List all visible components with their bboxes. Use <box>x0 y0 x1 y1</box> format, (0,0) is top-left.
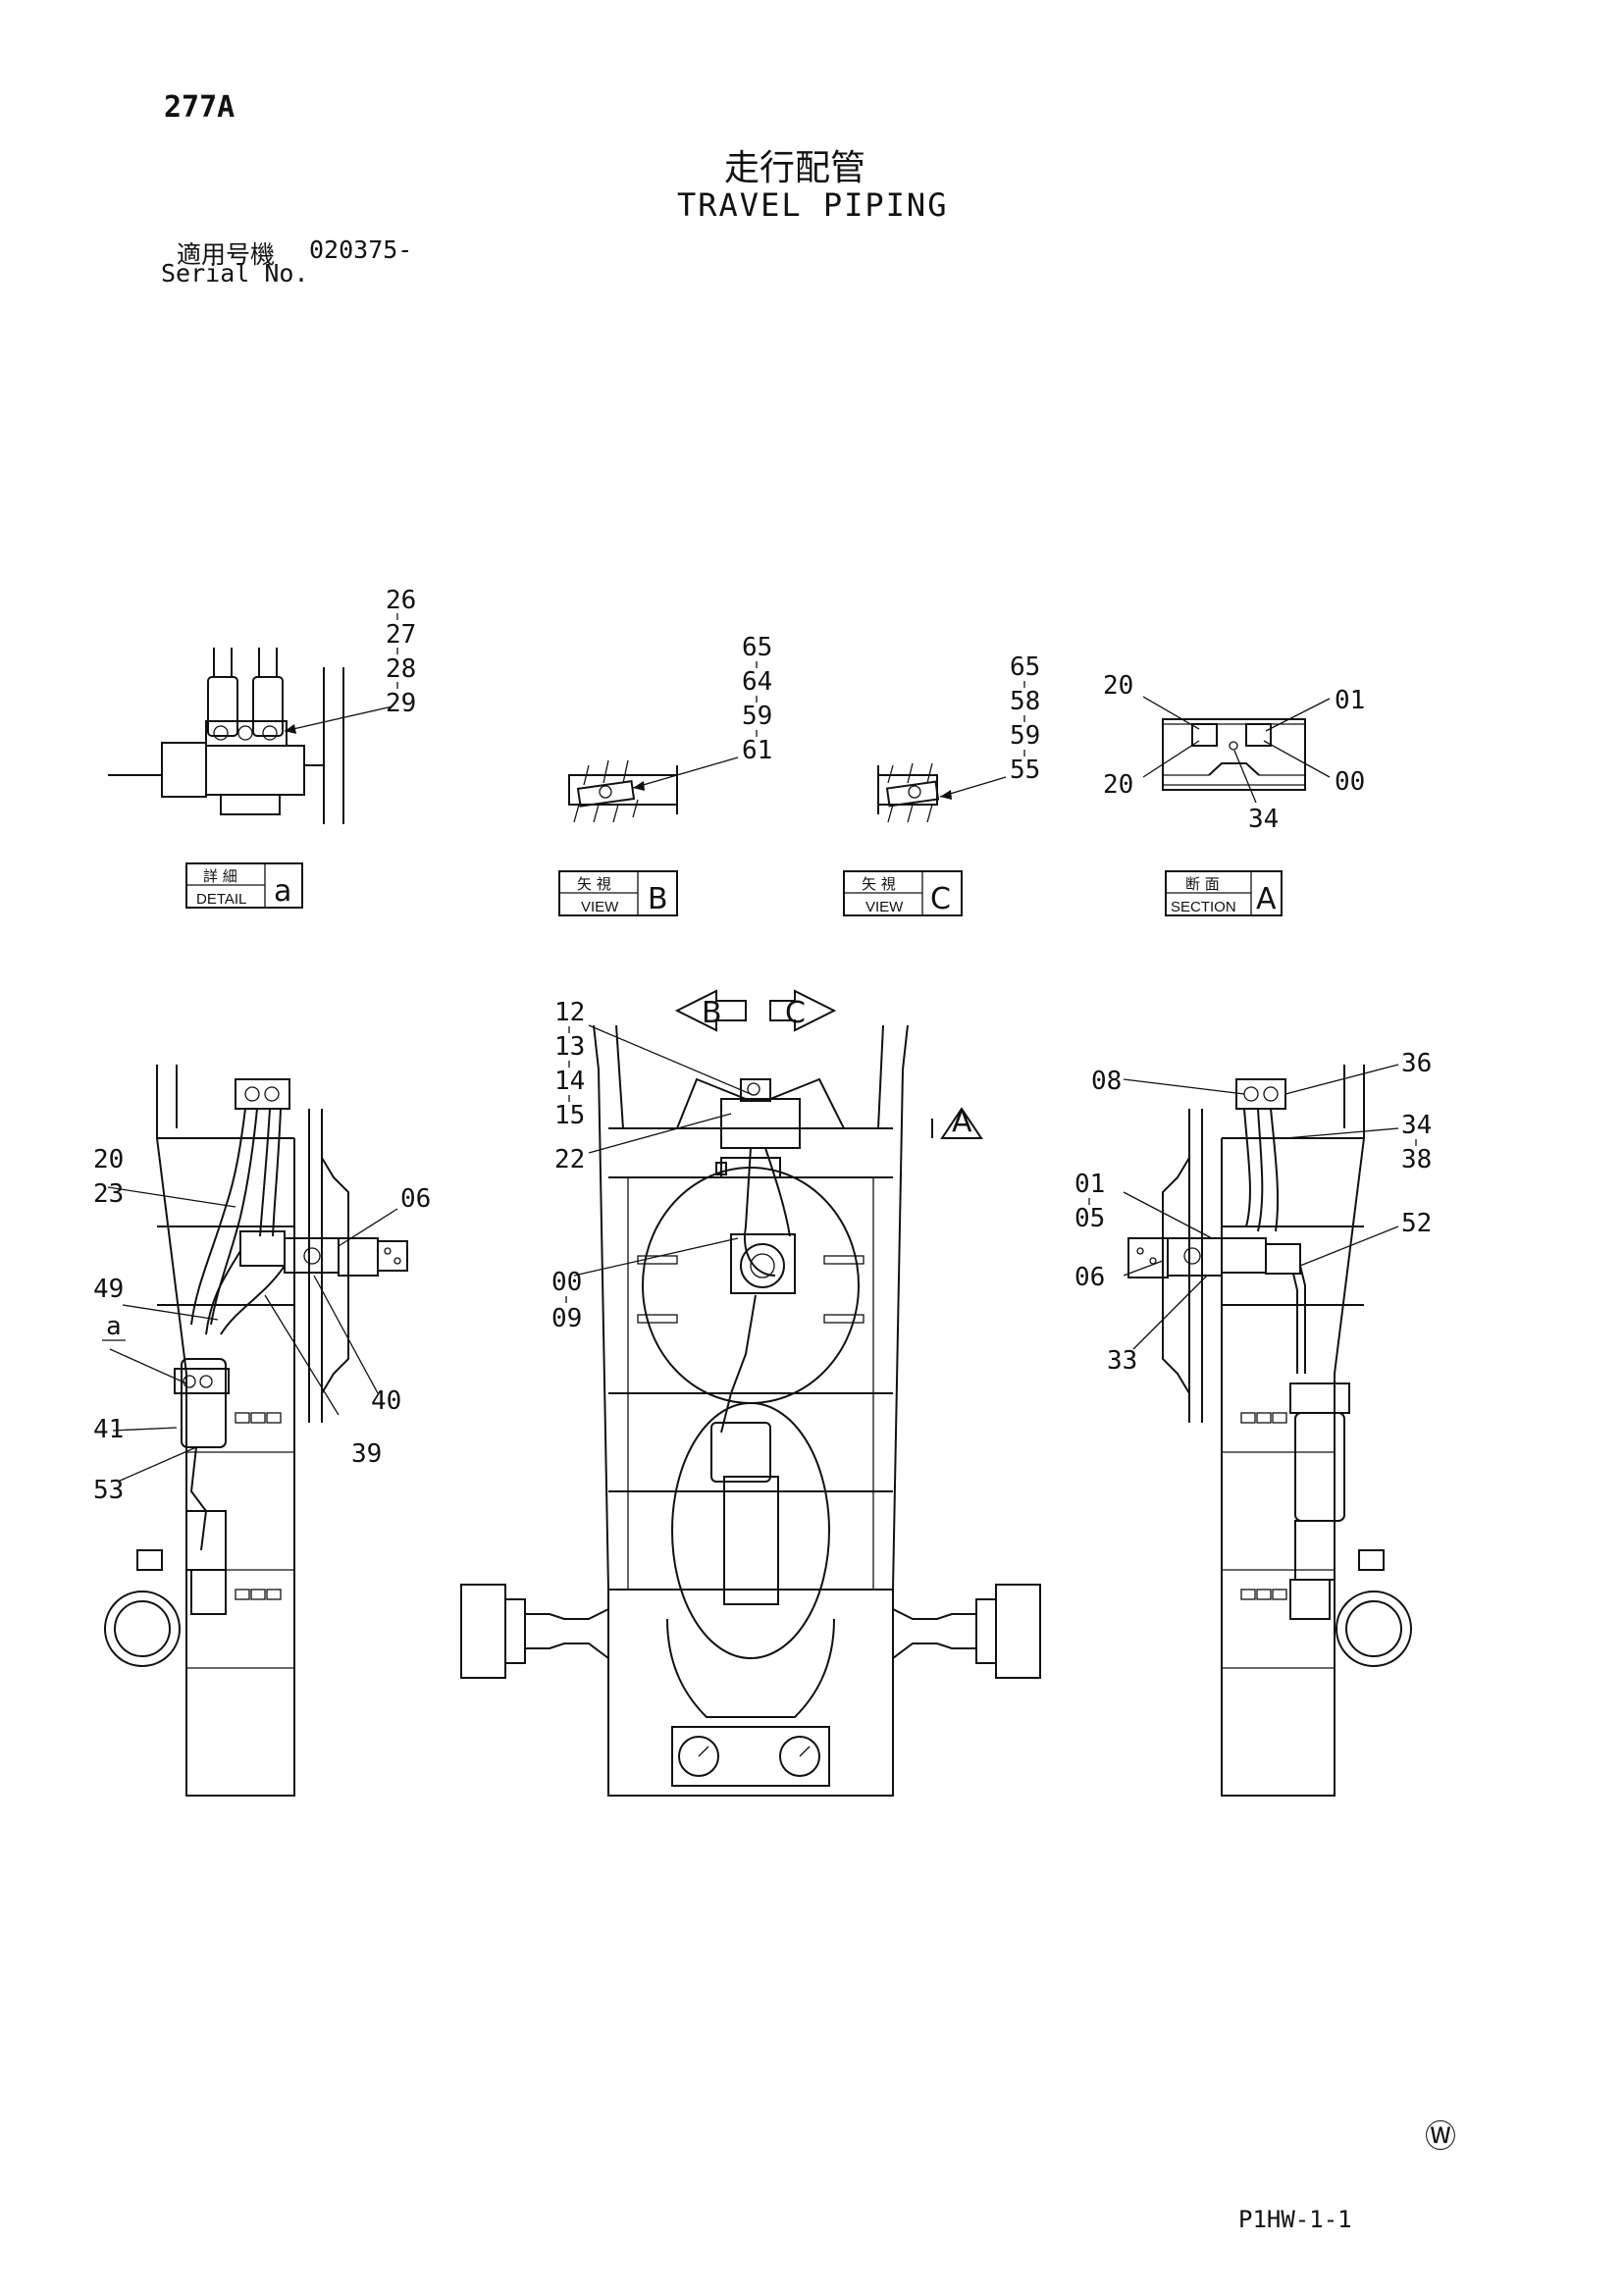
callout-27: 27 <box>386 620 416 650</box>
callout-00-center: 00 <box>551 1268 582 1297</box>
page-number: 277A <box>164 90 236 125</box>
callout-64: 64 <box>742 667 772 697</box>
callout-40: 40 <box>371 1386 401 1416</box>
callout-59-b: 59 <box>742 702 772 731</box>
view-b-figure <box>568 756 739 823</box>
view-c-en: VIEW <box>865 899 904 915</box>
callout-29: 29 <box>386 689 416 718</box>
callout-08: 08 <box>1091 1067 1122 1096</box>
center-top-view <box>460 989 1041 1797</box>
callout-55: 55 <box>1010 756 1040 785</box>
callout-58: 58 <box>1010 687 1040 716</box>
view-b-jp: 矢 視 <box>577 875 611 893</box>
callout-20-top: 20 <box>1103 671 1133 701</box>
serial-label-english: Serial No. <box>161 259 309 287</box>
arrow-label-a: A <box>952 1105 972 1139</box>
callout-05: 05 <box>1074 1204 1105 1233</box>
callout-14: 14 <box>554 1067 585 1096</box>
section-a-arrow <box>940 1107 983 1139</box>
callout-38: 38 <box>1401 1145 1432 1174</box>
callout-34-right: 34 <box>1401 1111 1432 1140</box>
watermark-w-symbol: Ⓦ <box>1425 2117 1456 2155</box>
view-c-jp: 矢 視 <box>862 875 896 893</box>
serial-label-japanese: 適用号機 <box>177 240 276 269</box>
callout-00-section: 00 <box>1335 767 1365 797</box>
callout-41: 41 <box>93 1415 124 1444</box>
callout-61: 61 <box>742 736 772 765</box>
callout-a-left: a <box>106 1312 122 1341</box>
callout-20-bottom: 20 <box>1103 770 1133 800</box>
view-b-en: VIEW <box>581 899 619 915</box>
title-english: TRAVEL PIPING <box>677 186 949 224</box>
detail-jp: 詳 細 <box>203 867 237 885</box>
view-b-arrow <box>674 989 747 1032</box>
view-b-letter: B <box>648 882 668 916</box>
section-a-letter: A <box>1256 882 1277 916</box>
title-japanese: 走行配管 <box>724 148 866 188</box>
view-c-letter: C <box>930 882 951 916</box>
callout-20-left: 20 <box>93 1145 124 1174</box>
callout-52: 52 <box>1401 1209 1432 1238</box>
serial-value: 020375- <box>309 235 413 264</box>
callout-49: 49 <box>93 1275 124 1304</box>
callout-65-c: 65 <box>1010 652 1040 682</box>
sheet-code: P1HW-1-1 <box>1238 2206 1352 2233</box>
detail-letter: a <box>274 874 291 909</box>
section-a-label-box: 断 面 SECTION A <box>1165 870 1283 916</box>
callout-65-b: 65 <box>742 633 772 662</box>
view-b-label-box: 矢 視 VIEW B <box>558 870 678 916</box>
left-side-view <box>104 1065 408 1797</box>
section-a-en: SECTION <box>1171 899 1236 915</box>
view-c-figure <box>877 762 1007 823</box>
view-c-label-box: 矢 視 VIEW C <box>843 870 963 916</box>
callout-26: 26 <box>386 586 416 615</box>
callout-06-left: 06 <box>400 1184 431 1214</box>
callout-09: 09 <box>551 1304 582 1333</box>
callout-36: 36 <box>1401 1049 1432 1078</box>
callout-53: 53 <box>93 1476 124 1505</box>
callout-06-right: 06 <box>1074 1263 1105 1292</box>
detail-en: DETAIL <box>196 891 246 908</box>
callout-33: 33 <box>1107 1346 1137 1376</box>
callout-28: 28 <box>386 654 416 684</box>
callout-13: 13 <box>554 1032 585 1062</box>
detail-a-figure <box>108 648 393 824</box>
right-side-view <box>1123 1064 1412 1797</box>
callout-34-section: 34 <box>1248 805 1279 834</box>
callout-01-section: 01 <box>1335 686 1365 715</box>
callout-12: 12 <box>554 998 585 1027</box>
detail-a-label-box: 詳 細 DETAIL a <box>185 862 303 909</box>
callout-39: 39 <box>351 1439 382 1469</box>
arrow-label-c: C <box>785 996 806 1030</box>
callout-15: 15 <box>554 1101 585 1130</box>
callout-22: 22 <box>554 1145 585 1174</box>
arrow-label-b: B <box>702 996 722 1030</box>
view-c-arrow <box>769 989 837 1032</box>
section-a-figure <box>1142 696 1331 804</box>
callout-23: 23 <box>93 1179 124 1209</box>
callout-59-c: 59 <box>1010 721 1040 751</box>
callout-01-right: 01 <box>1074 1170 1105 1199</box>
section-a-jp: 断 面 <box>1185 875 1220 893</box>
